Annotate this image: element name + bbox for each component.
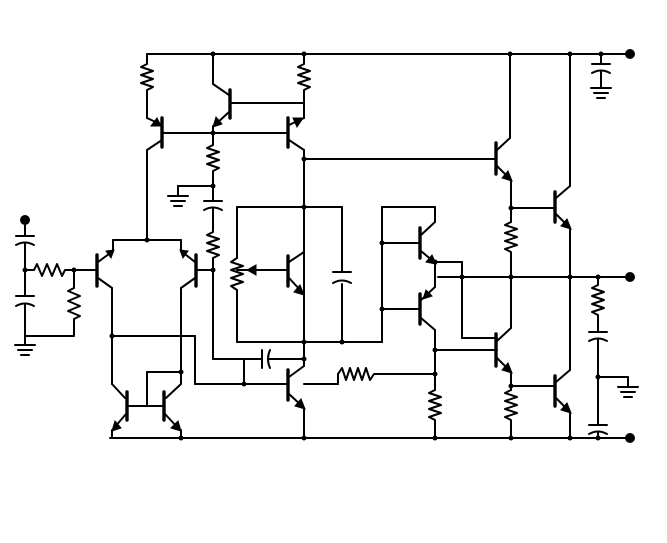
- frequency-capacitor: [332, 271, 352, 284]
- bias-potentiometer[interactable]: [230, 257, 271, 291]
- vbe-multiplier-transistor: [269, 251, 305, 296]
- driver-transistor-lower: [418, 276, 436, 391]
- ground-symbol: [167, 185, 214, 207]
- compensation-capacitor-small: [203, 185, 223, 223]
- vbe-multiplier-frame: [236, 206, 383, 343]
- output-emitter-resistor-lower: [504, 389, 518, 439]
- input-bypass-capacitor: [15, 295, 35, 346]
- feedback-resistor: [337, 367, 383, 385]
- bias-resistor-upper: [206, 132, 220, 187]
- supply-bypass-capacitor: [590, 53, 612, 99]
- mirror-transistor-left: [146, 116, 289, 241]
- driver-transistor-upper: [418, 221, 437, 278]
- load-resistor-left: [140, 53, 154, 119]
- input-coupling-capacitor: [15, 235, 35, 297]
- ground-symbol: [14, 344, 36, 356]
- mirror-transistor-right: [286, 102, 305, 347]
- voltage-amplifier-transistor: [286, 345, 339, 439]
- input-series-resistor: [24, 263, 98, 277]
- driver-emitter-resistor: [428, 389, 442, 439]
- output-terminal[interactable]: [625, 272, 635, 282]
- vplus-terminal[interactable]: [625, 49, 635, 59]
- output-driver-lower: [494, 276, 513, 391]
- bottom-mirror-transistor-right: [126, 371, 182, 439]
- zobel-network: [588, 276, 639, 439]
- input-transistor-left: [95, 239, 115, 385]
- load-resistor-right: [297, 53, 311, 104]
- interstage-wire: [111, 269, 289, 385]
- input-transistor-right: [179, 239, 201, 385]
- driver-network: [381, 206, 436, 343]
- bottom-mirror-transistor-left: [111, 383, 129, 439]
- input-shunt-resistor: [24, 269, 81, 337]
- miller-capacitor: [243, 349, 305, 369]
- output-emitter-resistor-upper: [504, 221, 518, 278]
- vminus-terminal[interactable]: [625, 433, 635, 443]
- input-network: [14, 219, 98, 356]
- output-driver-upper: [303, 53, 513, 223]
- output-transistor-upper: [510, 53, 572, 278]
- mirror-helper-transistor: [212, 53, 305, 134]
- bias-resistor-lower: [199, 221, 220, 271]
- output-transistor-lower: [510, 276, 572, 439]
